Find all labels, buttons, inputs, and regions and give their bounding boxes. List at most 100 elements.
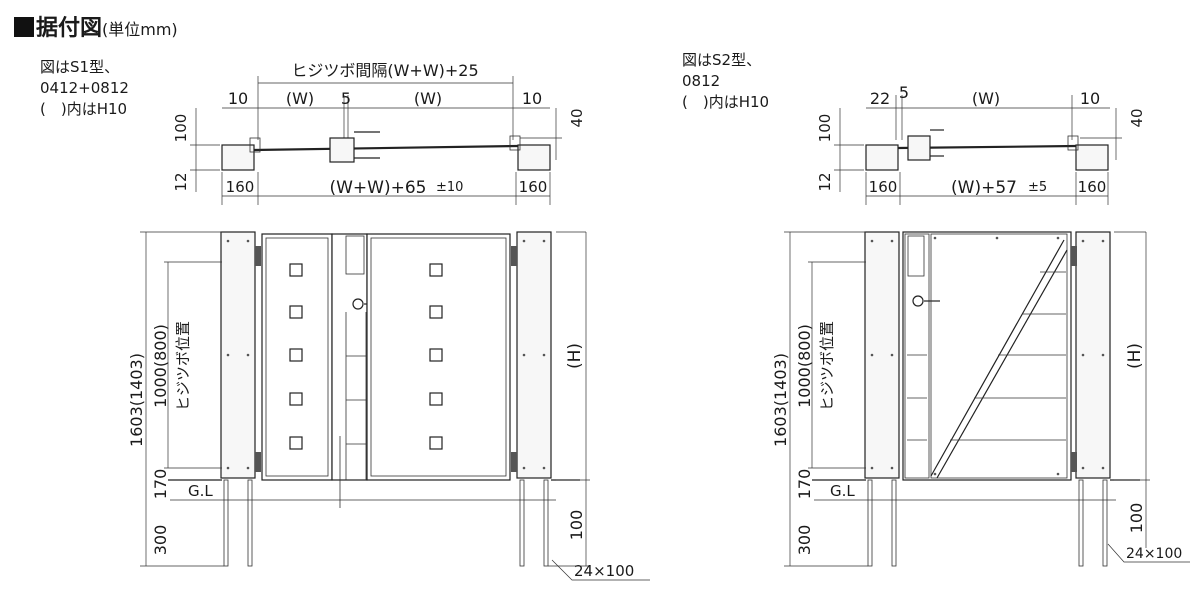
s1-dim-1000: 1000(800)	[151, 324, 170, 408]
s2-total-tolerance: ±5	[1028, 180, 1047, 195]
s2-plan-lock	[907, 135, 931, 161]
s1-gate-right-inner	[370, 237, 507, 477]
s2-dim-160-right: 160	[1078, 178, 1107, 196]
s1-keyhole-icon	[352, 298, 364, 310]
s1-leg-3	[519, 479, 525, 567]
s1-note-h10: ( )内はH10	[40, 100, 127, 118]
s1-dim-40: 40	[568, 108, 586, 127]
s1-note-models: 0412+0812	[40, 79, 129, 97]
s1-leg-1	[223, 479, 229, 567]
s2-dim-1603: 1603(1403)	[771, 353, 790, 447]
title-unit: (単位mm)	[102, 20, 178, 39]
s1-post-right	[516, 231, 552, 479]
s1-hinge-bottom-left	[255, 452, 261, 472]
s1-dim-160-left: 160	[226, 178, 255, 196]
s2-dim-10: 10	[1080, 89, 1100, 108]
s1-gate-left-inner	[265, 237, 329, 477]
s1-plan-hinge-right	[509, 135, 521, 151]
s1-hinge-top-right	[511, 246, 517, 266]
s2-dim-22: 22	[870, 89, 890, 108]
s1-leg-4	[543, 479, 549, 567]
s1-lock-box	[345, 235, 365, 275]
s1-dim-1603: 1603(1403)	[127, 353, 146, 447]
s2-leader	[1107, 543, 1190, 563]
s2-leg-2	[891, 479, 897, 567]
s1-left-leaf-windows	[289, 263, 303, 450]
s2-plan-post-right	[1075, 144, 1109, 171]
s2-plan-hinge	[1067, 135, 1079, 151]
s2-lock-column	[904, 233, 930, 479]
s2-dim-w: (W)	[972, 89, 1000, 108]
s1-dim-w-right: (W)	[414, 89, 442, 108]
s2-dim-170: 170	[795, 469, 814, 500]
s2-leg-4	[1102, 479, 1108, 567]
s1-dim-160-right: 160	[519, 178, 548, 196]
s2-note-model: 0812	[682, 72, 720, 90]
s1-dim-h: (H)	[565, 343, 585, 369]
s2-leg-3	[1078, 479, 1084, 567]
s2-post-left	[864, 231, 900, 479]
page-title: 据付図(単位mm)	[14, 10, 178, 42]
s1-hinge-position-label: ヒジツボ位置	[174, 321, 192, 411]
s1-leg-2	[247, 479, 253, 567]
s1-pitch-label: ヒジツボ間隔(W+W)+25	[291, 61, 478, 80]
s1-lock-column	[331, 233, 368, 481]
s1-dim-10-left: 10	[228, 89, 248, 108]
s2-dim-160-left: 160	[869, 178, 898, 196]
s1-dim-5: 5	[341, 89, 351, 108]
s1-drawing: 図はS1型、 0412+0812 ( )内はH10 ヒジツボ間隔(W+W)+25…	[40, 58, 650, 581]
s1-dim-w-left: (W)	[286, 89, 314, 108]
s1-dim-post-100: 100	[567, 510, 586, 541]
s1-total-tolerance: ±10	[436, 180, 463, 195]
s2-note-type: 図はS2型、	[682, 51, 761, 69]
s1-post-size: 24×100	[574, 562, 634, 580]
title-main: 据付図	[36, 16, 103, 41]
s2-post-right	[1075, 231, 1111, 479]
s1-gl-label: G.L	[188, 482, 213, 500]
s2-hinge-top	[1071, 246, 1077, 266]
s2-drawing: 図はS2型、 0812 ( )内はH10 22 5 (W) 10 100 12 …	[682, 51, 1190, 567]
s2-diagonal-frame	[930, 239, 1068, 479]
s1-plan-post-left	[221, 144, 255, 171]
s2-gl-label: G.L	[830, 482, 855, 500]
s2-plan-post-left	[865, 144, 899, 171]
s2-dim-12: 12	[816, 172, 834, 191]
s2-dim-40: 40	[1128, 108, 1146, 127]
s1-plan-gate-bar	[253, 144, 519, 152]
s1-dim-12: 12	[172, 172, 190, 191]
s1-leader	[551, 559, 650, 581]
s1-plan-lock	[329, 137, 355, 163]
s2-dim-1000: 1000(800)	[795, 324, 814, 408]
black-square-icon	[14, 17, 34, 37]
s1-lock-column-rails	[339, 312, 367, 508]
s1-note-type: 図はS1型、	[40, 58, 119, 76]
s1-dim-100: 100	[172, 114, 190, 143]
s2-dim-100: 100	[816, 114, 834, 143]
s2-gate-leaf	[902, 231, 1072, 481]
s1-dim-170: 170	[151, 469, 170, 500]
s2-post-size: 24×100	[1126, 546, 1182, 562]
s2-gate-inner	[930, 233, 1068, 479]
s2-keyhole-icon	[912, 295, 924, 307]
s2-dim-h: (H)	[1125, 343, 1145, 369]
s2-note-h10: ( )内はH10	[682, 93, 769, 111]
s2-leg-1	[867, 479, 873, 567]
s1-dim-300: 300	[151, 525, 170, 556]
s1-plan-hinge-left	[249, 137, 261, 153]
s1-total-width: (W+W)+65	[329, 178, 426, 198]
s1-plan-post-right	[517, 144, 551, 171]
s1-hinge-top-left	[255, 246, 261, 266]
s2-hinge-bottom	[1071, 452, 1077, 472]
s2-dim-post-100: 100	[1127, 503, 1146, 534]
s2-lock-box	[907, 235, 925, 277]
s2-hinge-position-label: ヒジツボ位置	[818, 321, 836, 411]
s1-dim-10-right: 10	[522, 89, 542, 108]
s1-hinge-bottom-right	[511, 452, 517, 472]
s2-dim-5: 5	[899, 83, 909, 102]
s2-total-width: (W)+57	[951, 178, 1017, 198]
s2-lock-rails	[907, 354, 927, 441]
s1-post-left	[220, 231, 256, 479]
s1-right-leaf-windows	[429, 263, 443, 450]
s2-dim-300: 300	[795, 525, 814, 556]
